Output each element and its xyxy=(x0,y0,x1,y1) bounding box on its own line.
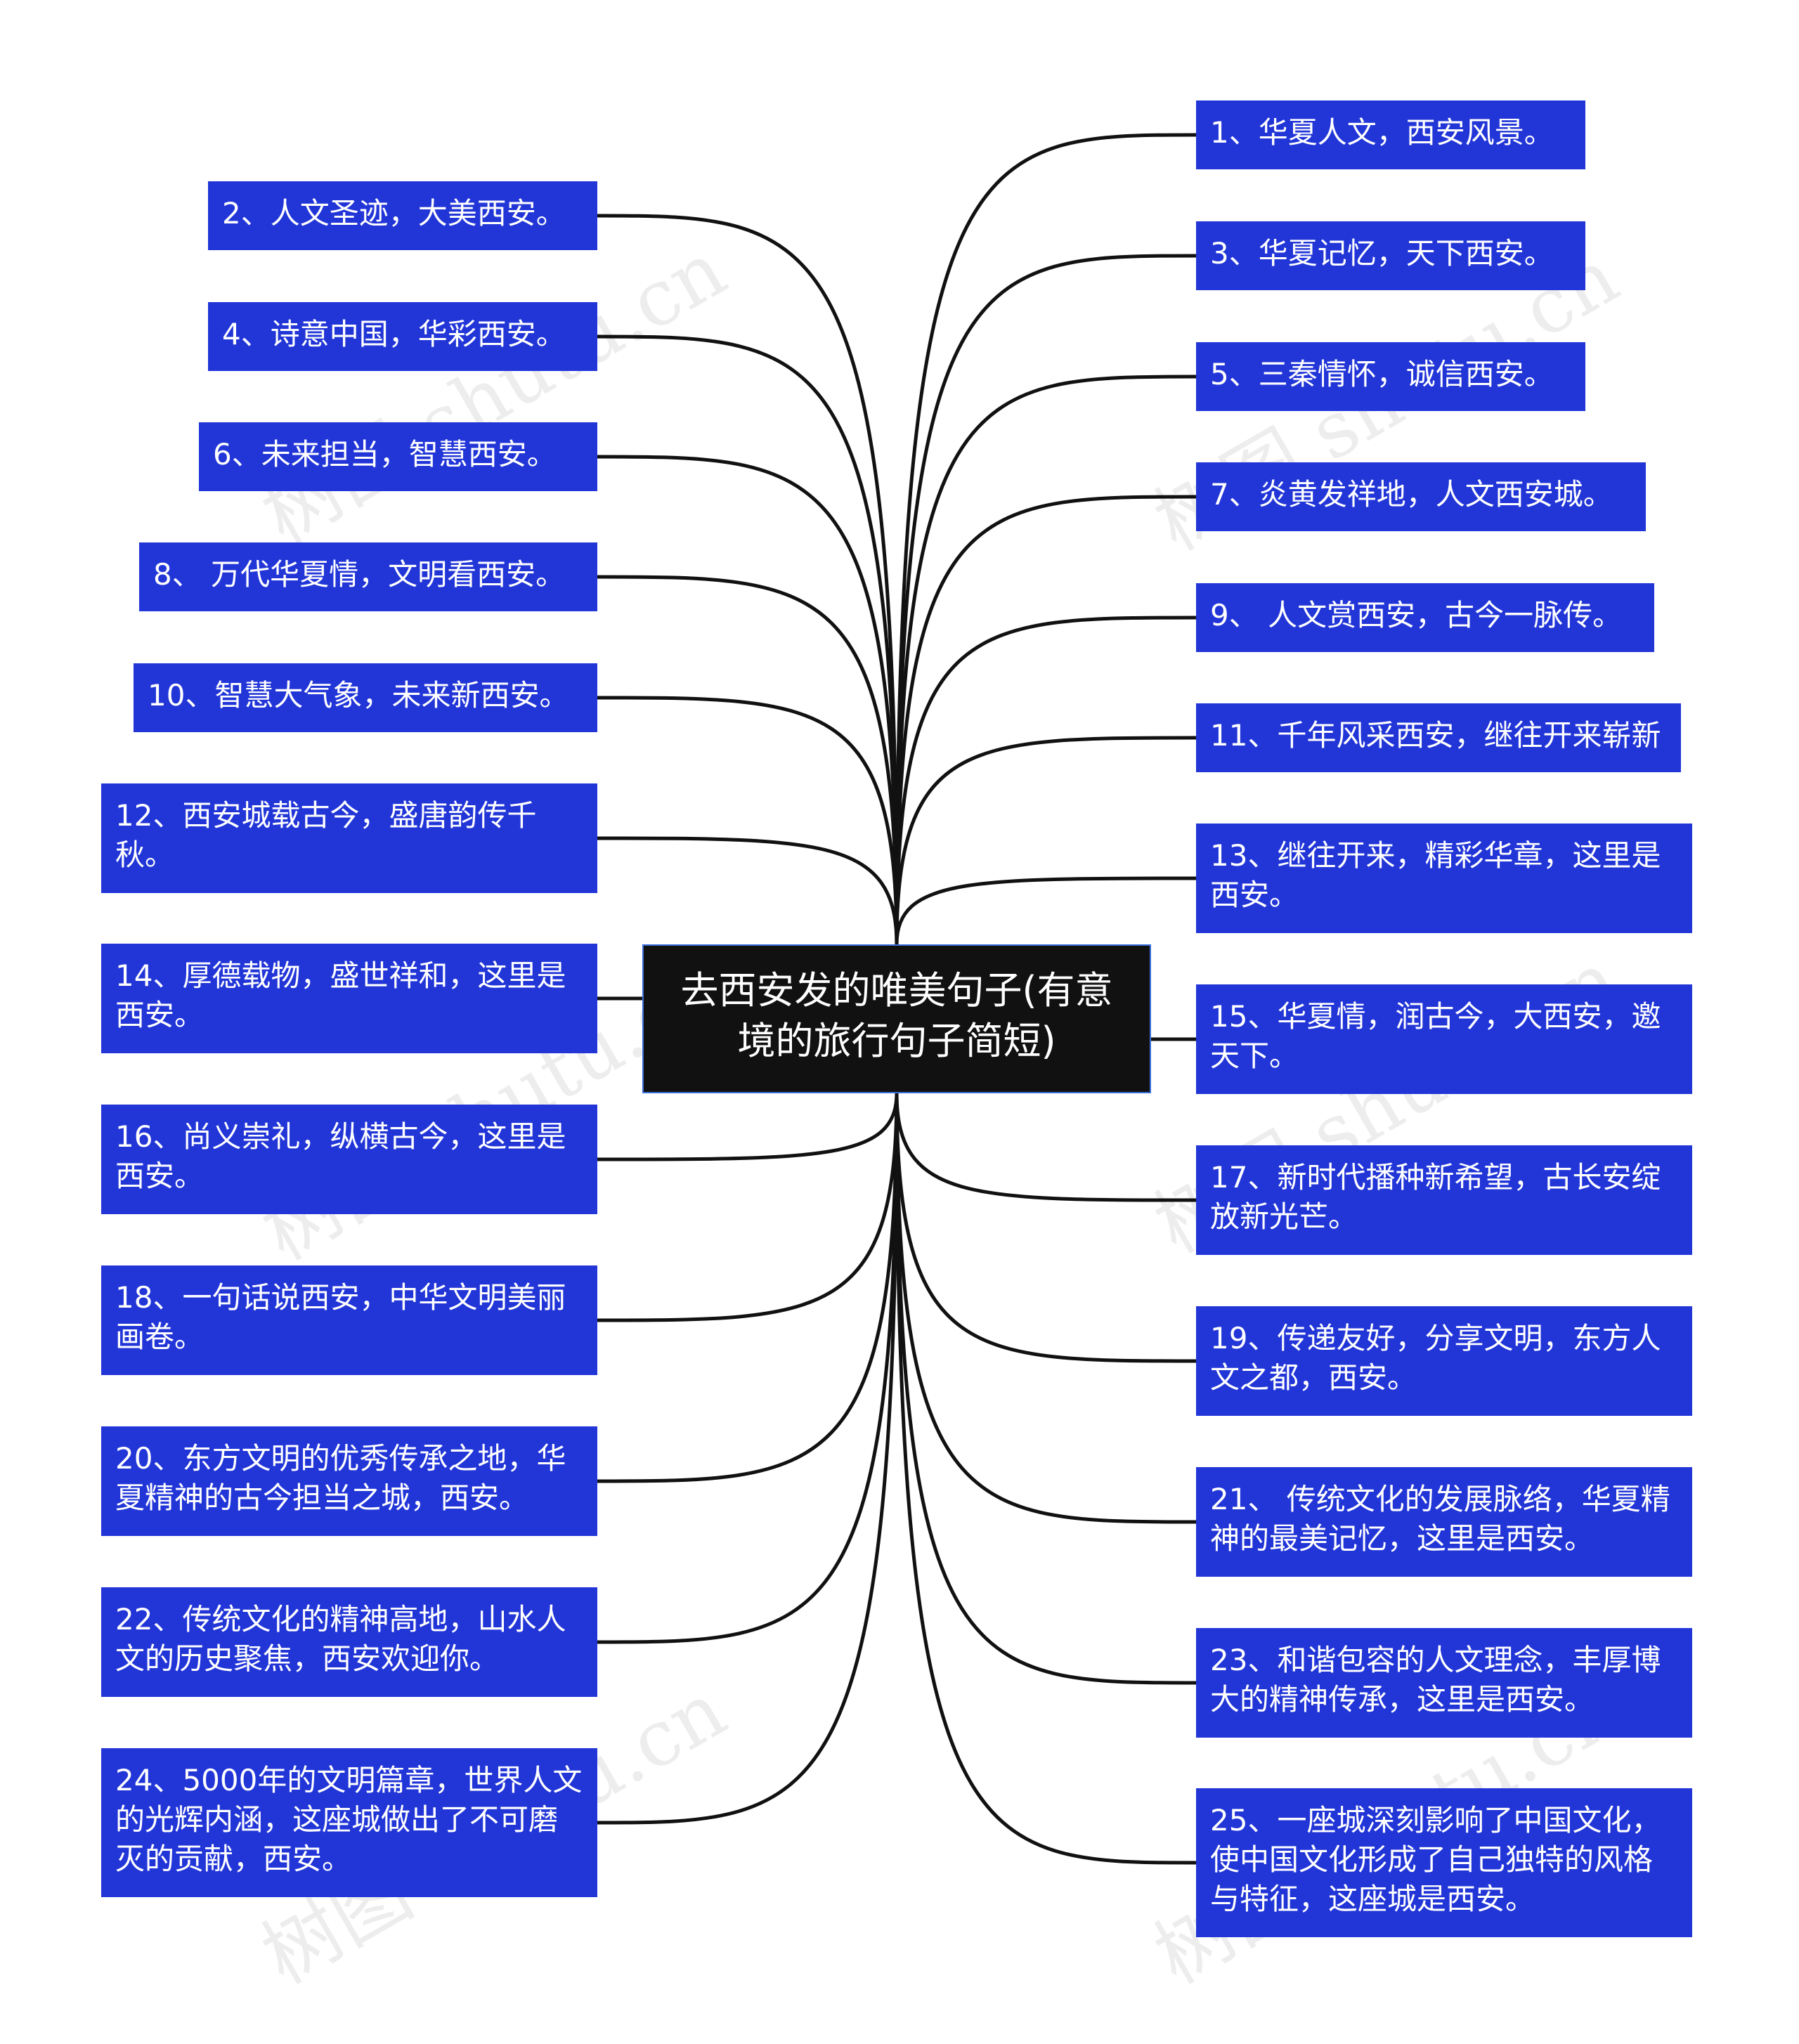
topic-node[interactable]: 19、传递友好，分享文明，东方人文之都，西安。 xyxy=(1196,1306,1692,1416)
connector-line xyxy=(895,1093,1197,1202)
connector-line xyxy=(597,1093,899,1644)
connector-line xyxy=(895,1093,1197,1685)
connector-line xyxy=(597,696,899,945)
topic-node[interactable]: 9、 人文赏西安，古今一脉传。 xyxy=(1196,583,1654,652)
connector-line xyxy=(597,1093,899,1322)
topic-node[interactable]: 2、人文圣迹，大美西安。 xyxy=(208,181,597,250)
connector-line xyxy=(895,375,1197,945)
connector-line xyxy=(597,214,899,945)
connector-line xyxy=(597,1093,899,1161)
topic-node[interactable]: 13、继往开来，精彩华章，这里是西安。 xyxy=(1196,824,1692,933)
topic-node[interactable]: 4、诗意中国，华彩西安。 xyxy=(208,302,597,371)
connector-line xyxy=(895,876,1197,945)
topic-node[interactable]: 10、智慧大气象，未来新西安。 xyxy=(134,663,597,732)
connector-line xyxy=(895,1093,1197,1363)
connector-line xyxy=(597,455,899,945)
connector-line xyxy=(895,254,1197,945)
connector-line xyxy=(895,736,1197,945)
topic-node[interactable]: 16、尚义崇礼，纵横古今，这里是西安。 xyxy=(101,1105,597,1214)
topic-node[interactable]: 17、新时代播种新希望，古长安绽放新光芒。 xyxy=(1196,1145,1692,1255)
connector-line xyxy=(597,334,899,945)
connector-line xyxy=(895,616,1197,945)
connector-line xyxy=(895,495,1197,945)
topic-node[interactable]: 21、 传统文化的发展脉络，华夏精神的最美记忆，这里是西安。 xyxy=(1196,1467,1692,1577)
topic-node[interactable]: 8、 万代华夏情，文明看西安。 xyxy=(139,542,597,611)
topic-node[interactable]: 23、和谐包容的人文理念，丰厚博大的精神传承，这里是西安。 xyxy=(1196,1628,1692,1738)
topic-node[interactable]: 15、华夏情，润古今，大西安，邀天下。 xyxy=(1196,984,1692,1094)
connector-line xyxy=(895,1093,1197,1524)
topic-node[interactable]: 20、东方文明的优秀传承之地，华夏精神的古今担当之城，西安。 xyxy=(101,1426,597,1536)
topic-node[interactable]: 11、千年风采西安，继往开来崭新 xyxy=(1196,703,1681,772)
topic-node[interactable]: 5、三秦情怀，诚信西安。 xyxy=(1196,342,1585,411)
topic-node[interactable]: 12、西安城载古今，盛唐韵传千秋。 xyxy=(101,783,597,893)
topic-node[interactable]: 25、一座城深刻影响了中国文化，使中国文化形成了自己独特的风格与特征，这座城是西… xyxy=(1196,1788,1692,1937)
topic-node[interactable]: 14、厚德载物，盛世祥和，这里是西安。 xyxy=(101,944,597,1053)
connector-line xyxy=(597,836,899,945)
connector-line xyxy=(597,1093,899,1825)
topic-node[interactable]: 1、华夏人文，西安风景。 xyxy=(1196,100,1585,169)
topic-node[interactable]: 18、一句话说西安，中华文明美丽画卷。 xyxy=(101,1265,597,1375)
connector-line xyxy=(597,1093,899,1483)
central-topic[interactable]: 去西安发的唯美句子(有意境的旅行句子简短) xyxy=(642,944,1151,1093)
topic-node[interactable]: 7、炎黄发祥地，人文西安城。 xyxy=(1196,462,1646,531)
topic-node[interactable]: 24、5000年的文明篇章，世界人文的光辉内涵，这座城做出了不可磨灭的贡献，西安… xyxy=(101,1748,597,1897)
connector-line xyxy=(597,575,899,945)
connector-line xyxy=(895,1093,1197,1865)
topic-node[interactable]: 6、未来担当，智慧西安。 xyxy=(199,422,597,491)
topic-node[interactable]: 3、华夏记忆，天下西安。 xyxy=(1196,221,1585,290)
topic-node[interactable]: 22、传统文化的精神高地，山水人文的历史聚焦，西安欢迎你。 xyxy=(101,1587,597,1697)
connector-line xyxy=(895,133,1197,945)
